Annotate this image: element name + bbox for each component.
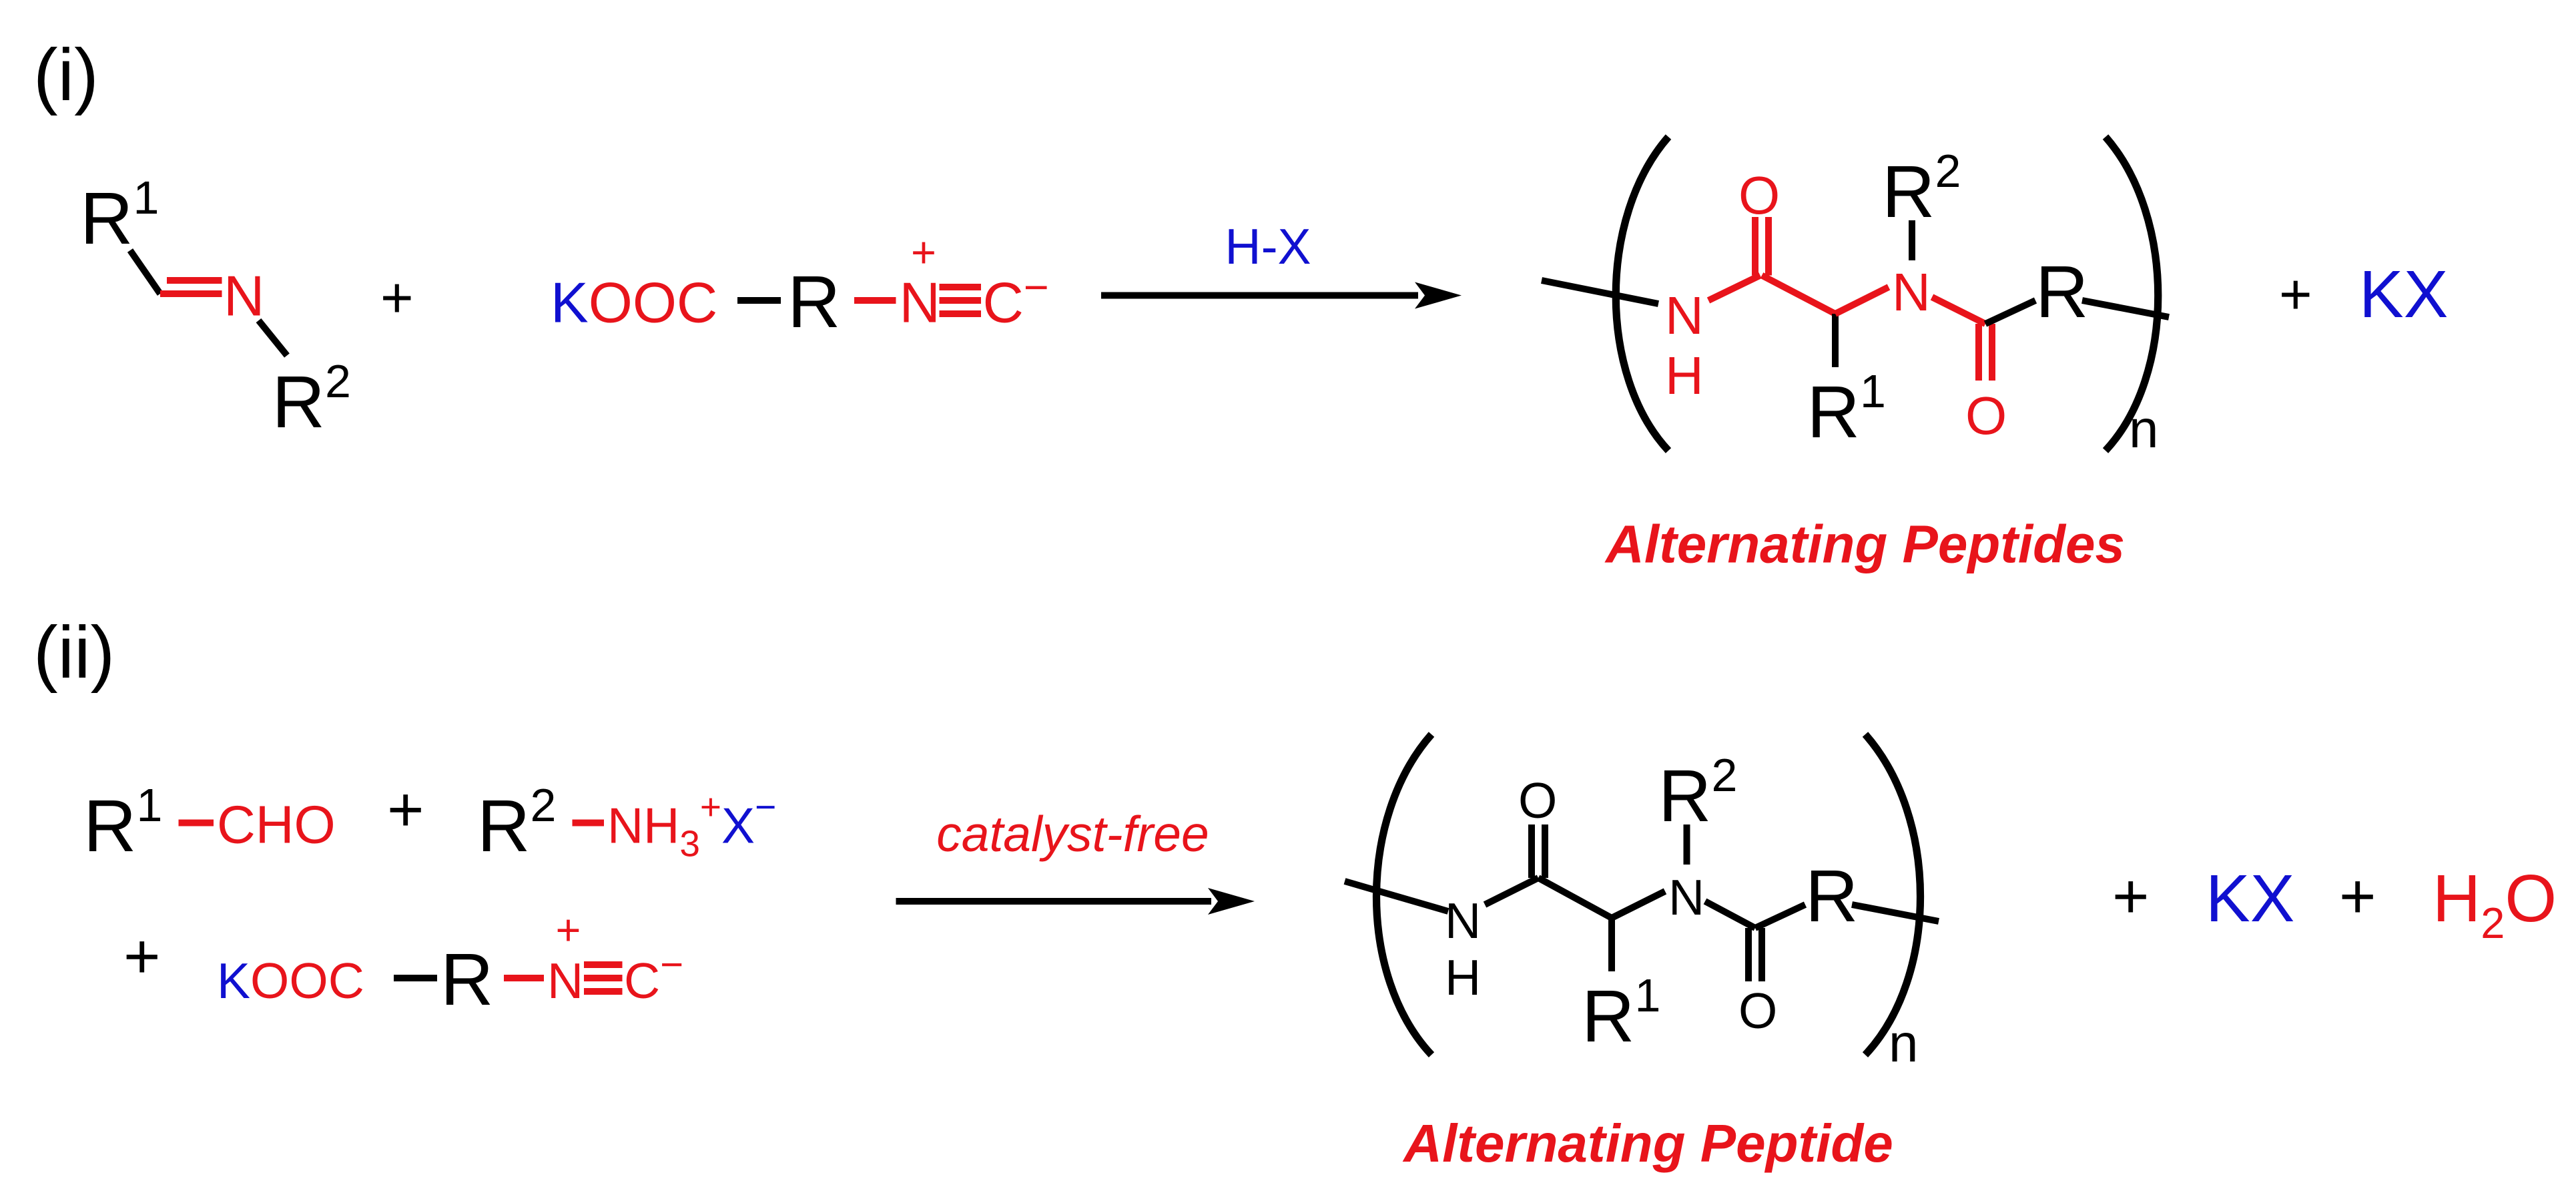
byproduct-plus-ii-2: + <box>2339 861 2376 932</box>
imine-r1: R1 <box>80 172 159 260</box>
product-o-left-ii: O <box>1518 772 1557 828</box>
scheme-i: (i) R1 N R2 + KOOC R N + C− H-X <box>33 34 2448 574</box>
product-caption-i: Alternating Peptides <box>1604 515 2125 574</box>
bond-carbonyl-alpha-i <box>1760 272 1837 317</box>
product-r-chain-i: R <box>2035 251 2088 333</box>
isocyanide-r-i: R <box>787 261 840 343</box>
bond-carbonyl2-r-i <box>1983 297 2037 327</box>
imine-reactant: R1 N R2 <box>80 172 351 443</box>
product-r1-i: R1 <box>1807 365 1886 453</box>
repeat-n-i: n <box>2129 399 2159 459</box>
plus-sign-ii-2: + <box>123 921 160 992</box>
reagent-hx: H-X <box>1225 218 1311 274</box>
product-r1-ii: R1 <box>1582 969 1660 1057</box>
ammonium-r2: R2 <box>477 779 556 867</box>
chain-end-left-i <box>1541 277 1659 307</box>
isocyanide-text-ii: KOOC <box>217 953 364 1009</box>
product-caption-ii: Alternating Peptide <box>1402 1114 1893 1173</box>
reaction-arrow-ii: catalyst-free <box>896 806 1255 915</box>
product-nh-h-ii: H <box>1445 949 1481 1005</box>
scheme-ii-label: (ii) <box>33 612 115 694</box>
aldehyde-cho: CHO <box>217 795 336 855</box>
aldehyde-reactant: R1 CHO <box>83 779 336 867</box>
product-o-right-i: O <box>1965 386 2007 445</box>
isocyanide-r-ii: R <box>440 939 493 1021</box>
isocyanide-plus-charge-i: + <box>911 228 936 276</box>
byproduct-plus-ii-1: + <box>2112 861 2149 932</box>
isocyanide-c-ii: C− <box>624 942 683 1009</box>
isocyanide-reactant-i: KOOC R N + C− <box>551 228 1049 343</box>
right-bracket-ii <box>1862 732 1925 1057</box>
plus-sign-i: + <box>380 266 414 330</box>
left-bracket-ii <box>1372 732 1435 1057</box>
scheme-ii: (ii) R1 CHO + R2 NH3+X− + KOOC R N + C− <box>33 612 2557 1173</box>
isocyanide-text-i: KOOC <box>551 272 717 335</box>
imine-r2: R2 <box>272 355 351 443</box>
imine-bond-r1 <box>127 248 164 296</box>
product-r2-ii: R2 <box>1658 749 1737 837</box>
ammonium-reactant: R2 NH3+X− <box>477 779 776 867</box>
scheme-i-label: (i) <box>33 34 99 116</box>
product-i: N H O R1 N R2 O R n <box>1541 134 2170 459</box>
bond-carbonyl-alpha-ii <box>1536 875 1614 921</box>
byproduct-kx-ii: KX <box>2206 861 2294 936</box>
product-nh-n-i: N <box>1665 286 1704 345</box>
chain-end-right-ii <box>1851 901 1939 925</box>
byproduct-kx-i: KX <box>2359 257 2448 332</box>
plus-sign-ii-1: + <box>387 774 424 845</box>
product-nh-h-i: H <box>1665 346 1704 405</box>
bond-alpha-n-i <box>1833 284 1891 317</box>
isocyanide-c-i: C− <box>983 263 1049 335</box>
bond-n-carbonyl2-i <box>1930 294 1987 327</box>
isocyanide-n-ii: N <box>547 953 583 1009</box>
bond-carbonyl2-r-ii <box>1753 901 1807 931</box>
reaction-arrow-i: H-X <box>1101 218 1462 309</box>
condition-catalyst-free: catalyst-free <box>936 806 1209 862</box>
product-n-sub-i: N <box>1892 262 1931 322</box>
byproduct-plus-i: + <box>2279 263 2312 326</box>
bond-n-carbonyl-ii <box>1483 875 1540 908</box>
imine-bond-r2 <box>256 318 290 358</box>
byproduct-water: H2O <box>2433 861 2557 947</box>
repeat-n-ii: n <box>1889 1013 1919 1073</box>
chain-end-left-ii <box>1343 878 1450 915</box>
isocyanide-plus-charge-ii: + <box>556 905 581 954</box>
right-bracket-i <box>2102 134 2162 453</box>
product-o-left-i: O <box>1738 166 1780 225</box>
product-r-chain-ii: R <box>1805 855 1858 937</box>
aldehyde-r1: R1 <box>83 779 162 867</box>
bond-n-carbonyl2-ii <box>1703 898 1757 931</box>
ammonium-salt-text: NH3+X− <box>607 786 776 865</box>
isocyanide-n-i: N <box>900 272 940 335</box>
product-r2-i: R2 <box>1882 145 1961 233</box>
arrow-head-i <box>1415 282 1462 309</box>
isocyanide-reactant-ii: KOOC R N + C− <box>217 905 683 1021</box>
product-o-right-ii: O <box>1738 983 1777 1039</box>
bond-n-carbonyl-i <box>1706 272 1762 304</box>
product-nh-n-ii: N <box>1445 893 1481 949</box>
imine-n: N <box>224 265 264 328</box>
bond-alpha-n-ii <box>1610 888 1667 921</box>
arrow-head-ii <box>1208 888 1255 915</box>
product-n-sub-ii: N <box>1668 869 1704 925</box>
product-ii: N H O R1 N R2 O R n <box>1343 732 1939 1073</box>
